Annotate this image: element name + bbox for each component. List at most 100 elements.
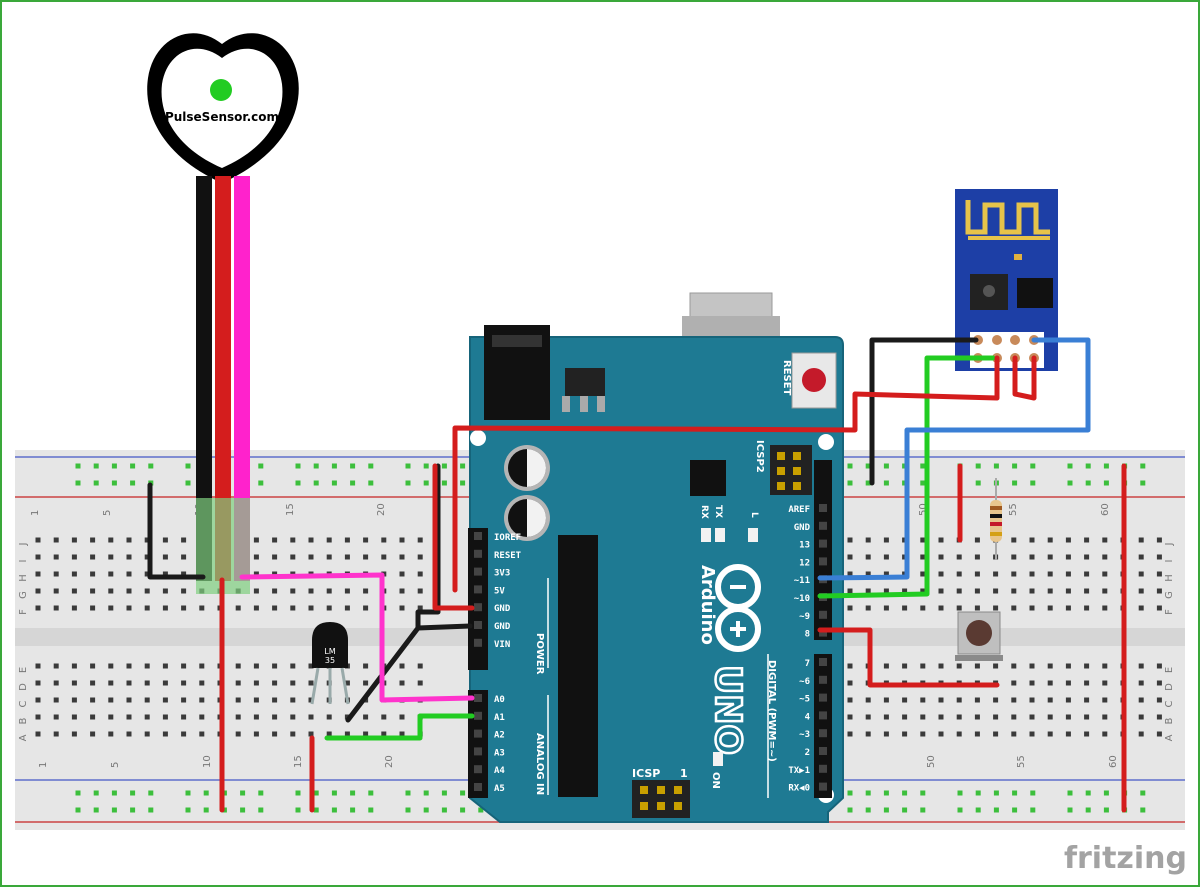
breadboard-hole	[938, 605, 944, 611]
breadboard-hole	[331, 480, 337, 486]
breadboard-hole	[974, 605, 980, 611]
breadboard-hole	[974, 571, 980, 577]
breadboard-hole	[253, 697, 259, 703]
icsp-pin	[640, 802, 648, 810]
breadboard-hole	[920, 807, 926, 813]
breadboard-hole	[1103, 790, 1109, 796]
breadboard-hole	[350, 463, 356, 469]
breadboard-hole	[331, 790, 337, 796]
breadboard-hole	[1065, 571, 1071, 577]
wire-black-sensor-gnd	[147, 482, 206, 580]
breadboard-hole	[1156, 537, 1162, 543]
breadboard-hole	[399, 537, 405, 543]
breadboard-hole	[1084, 588, 1090, 594]
breadboard-hole	[902, 731, 908, 737]
breadboard-hole	[902, 714, 908, 720]
row-letter: H	[18, 574, 29, 582]
breadboard-hole	[974, 537, 980, 543]
pin-label: ~10	[794, 594, 810, 604]
breadboard-hole	[974, 663, 980, 669]
breadboard-hole	[108, 697, 114, 703]
header-pin	[474, 549, 482, 558]
breadboard-hole	[1065, 588, 1071, 594]
breadboard-hole	[53, 680, 59, 686]
breadboard-hole	[144, 680, 150, 686]
header-pin	[819, 782, 827, 791]
reset-button-cap[interactable]	[802, 368, 826, 392]
breadboard-hole	[441, 480, 447, 486]
breadboard-hole	[258, 480, 264, 486]
breadboard-hole	[272, 680, 278, 686]
breadboard-hole	[1029, 537, 1035, 543]
breadboard-hole	[1029, 680, 1035, 686]
breadboard-hole	[1084, 554, 1090, 560]
header-pin	[474, 711, 482, 720]
breadboard-hole	[144, 537, 150, 543]
breadboard-hole	[272, 663, 278, 669]
icsp-pin	[640, 786, 648, 794]
breadboard-hole	[1084, 680, 1090, 686]
pin-label: GND	[494, 622, 511, 632]
breadboard-hole	[35, 731, 41, 737]
icsp2-pin	[777, 467, 785, 475]
wire-black-lm35-gnd	[345, 623, 473, 723]
breadboard-hole	[993, 605, 999, 611]
breadboard-hole	[441, 790, 447, 796]
breadboard-hole	[363, 663, 369, 669]
breadboard-hole	[308, 605, 314, 611]
breadboard-hole	[1156, 680, 1162, 686]
uno-model: UNO	[707, 665, 748, 755]
breadboard-hole	[865, 790, 871, 796]
breadboard-hole	[144, 663, 150, 669]
breadboard-hole	[272, 554, 278, 560]
header-pin	[819, 693, 827, 702]
breadboard-hole	[185, 463, 191, 469]
breadboard-hole	[1067, 790, 1073, 796]
pin-label: A3	[494, 748, 505, 758]
breadboard-hole	[847, 605, 853, 611]
breadboard-hole	[235, 714, 241, 720]
breadboard-hole	[126, 680, 132, 686]
breadboard-hole	[90, 680, 96, 686]
push-button[interactable]	[955, 611, 1003, 661]
breadboard-hole	[1011, 714, 1017, 720]
breadboard-hole	[199, 697, 205, 703]
breadboard-hole	[920, 663, 926, 669]
breadboard-hole	[308, 731, 314, 737]
breadboard-hole	[902, 697, 908, 703]
icsp2-pin	[777, 482, 785, 490]
header-pin	[819, 521, 827, 530]
breadboard-hole	[423, 463, 429, 469]
breadboard-hole	[162, 731, 168, 737]
breadboard-hole	[144, 605, 150, 611]
breadboard-hole	[185, 807, 191, 813]
header-pin	[819, 747, 827, 755]
breadboard-hole	[144, 571, 150, 577]
breadboard-hole	[883, 714, 889, 720]
sensor-wire-pink	[234, 176, 250, 581]
breadboard-hole	[993, 663, 999, 669]
breadboard-hole	[363, 554, 369, 560]
breadboard-hole	[1084, 571, 1090, 577]
breadboard-hole	[938, 554, 944, 560]
pulse-sensor-face	[161, 48, 283, 169]
voltage-regulator	[565, 368, 605, 396]
tx-label: TX	[713, 505, 723, 518]
breadboard-hole	[1047, 571, 1053, 577]
breadboard-hole	[363, 714, 369, 720]
breadboard-hole	[326, 714, 332, 720]
breadboard-hole	[308, 554, 314, 560]
breadboard-hole	[90, 731, 96, 737]
breadboard-hole	[368, 463, 374, 469]
breadboard-hole	[883, 537, 889, 543]
breadboard-hole	[1012, 790, 1018, 796]
header-pin	[474, 747, 482, 756]
icsp-pin	[657, 802, 665, 810]
breadboard-hole	[181, 554, 187, 560]
breadboard-hole	[883, 807, 889, 813]
column-number: 60	[1108, 755, 1119, 768]
breadboard-hole	[181, 605, 187, 611]
analog-group-label: ANALOG IN	[534, 733, 545, 795]
breadboard-hole	[1084, 605, 1090, 611]
icsp-label: ICSP	[632, 767, 660, 780]
